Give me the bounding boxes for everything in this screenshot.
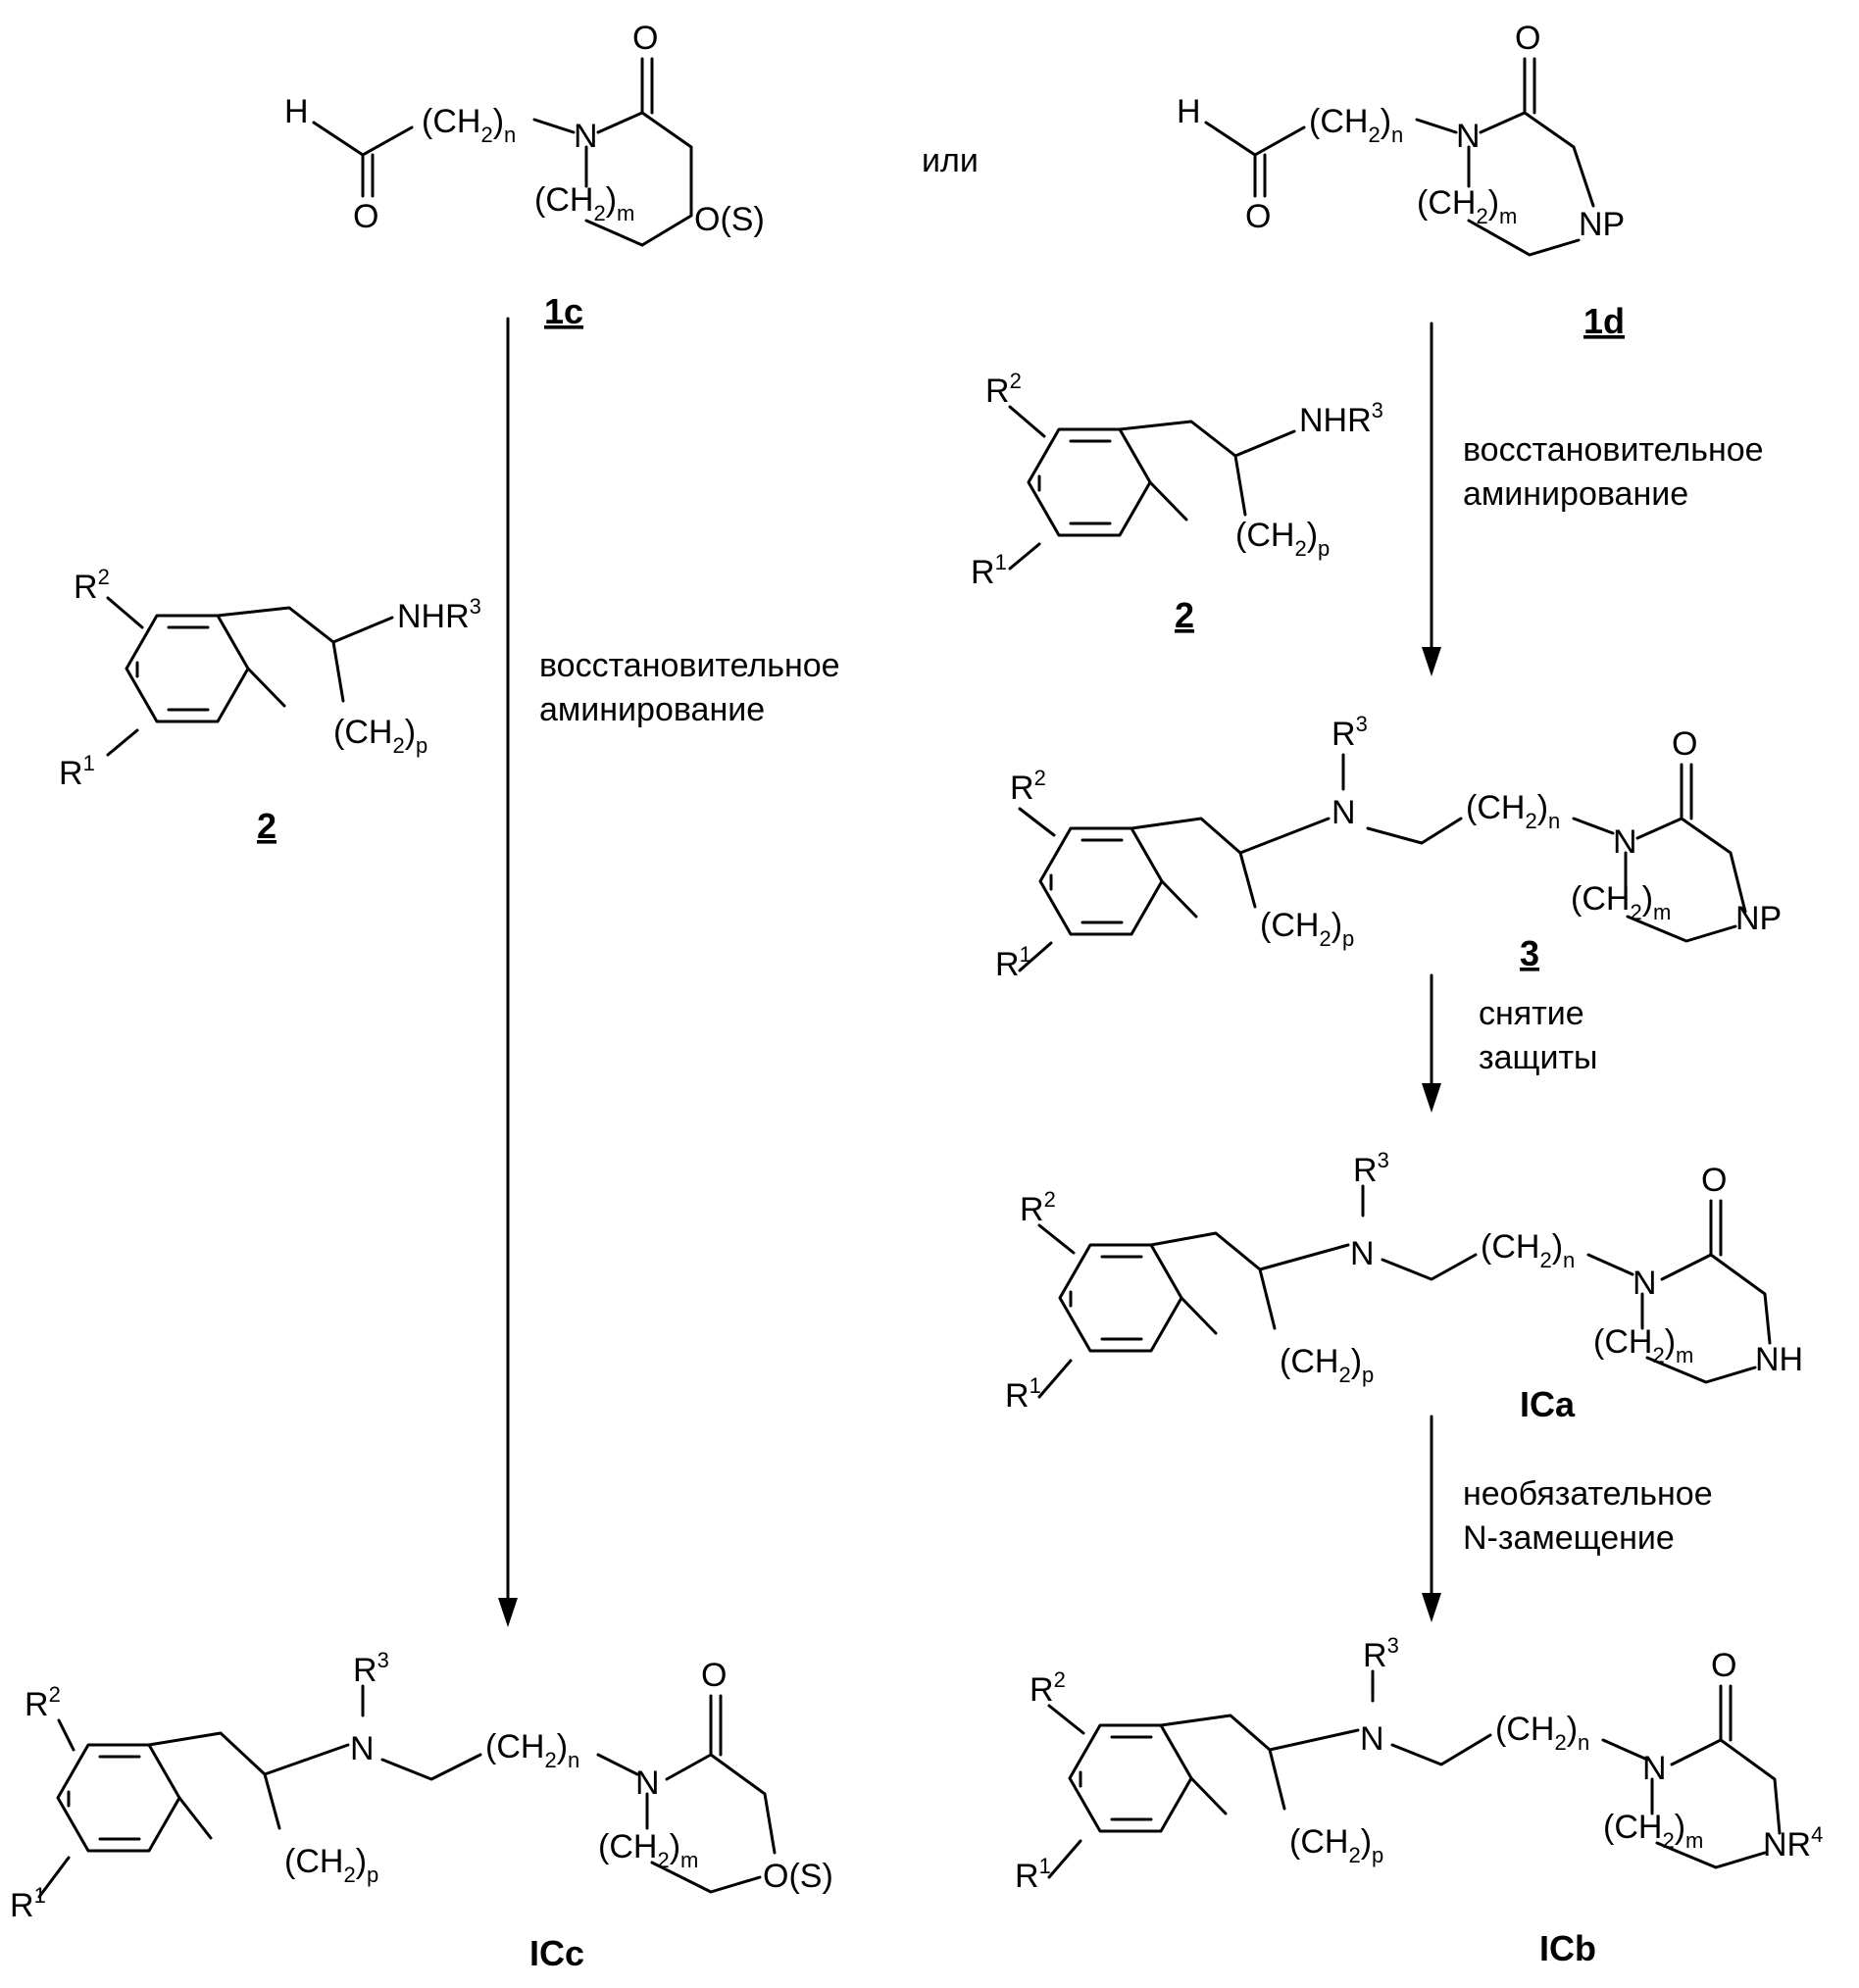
n-atom: N: [635, 1764, 660, 1802]
r1-substituent: R1: [10, 1883, 46, 1924]
o-atom: O: [1711, 1647, 1736, 1684]
n-atom: N: [1360, 1720, 1384, 1758]
r1-substituent: R1: [1005, 1373, 1041, 1415]
condition-n-substitution: N-замещение: [1463, 1519, 1675, 1557]
ch2m-group: (CH2)m: [1593, 1323, 1693, 1367]
compound-1d: H O (CH2)n N O (CH2)m NP 1d: [1177, 20, 1625, 341]
r1-substituent: R1: [1015, 1854, 1051, 1895]
o-atom: O: [1701, 1162, 1727, 1199]
ch2n-group: (CH2)n: [1481, 1228, 1575, 1272]
or-connector: или: [922, 142, 979, 179]
condition-deprotection: защиты: [1479, 1039, 1597, 1076]
ch2p-group: (CH2)p: [1260, 907, 1354, 951]
compound-label-ICc: ICc: [529, 1933, 584, 1973]
ch2n-group: (CH2)n: [422, 103, 516, 147]
ch2m-group: (CH2)m: [1417, 184, 1517, 228]
condition-reductive-amination: аминирование: [1463, 475, 1688, 513]
r1-substituent: R1: [971, 550, 1007, 591]
o-atom: O: [353, 198, 378, 235]
condition-deprotection: снятие: [1479, 995, 1584, 1032]
n-atom: N: [1350, 1235, 1375, 1272]
r2-substituent: R2: [1030, 1667, 1066, 1709]
r2-substituent: R2: [74, 565, 110, 606]
ch2n-group: (CH2)n: [1309, 103, 1403, 147]
arrow-right-2: [1422, 975, 1441, 1113]
n-atom: N: [574, 118, 598, 155]
n-atom: N: [350, 1730, 375, 1767]
compound-label-ICa: ICa: [1520, 1384, 1576, 1424]
np-group: NP: [1735, 900, 1782, 937]
compound-label-3: 3: [1520, 933, 1539, 973]
condition-reductive-amination: аминирование: [539, 691, 765, 728]
ch2m-group: (CH2)m: [534, 181, 634, 225]
n-atom: N: [1331, 794, 1356, 831]
nr4-group: NR4: [1763, 1822, 1823, 1864]
np-group: NP: [1579, 206, 1625, 243]
r3-substituent: R3: [353, 1648, 389, 1689]
ch2n-group: (CH2)n: [1466, 789, 1560, 833]
r3-substituent: R3: [1331, 712, 1368, 753]
compound-3: R2 R1 R3 N (CH2)n N O (CH2)m NP (CH2)p 3: [995, 712, 1782, 983]
compound-ICc: R2 R1 R3 N (CH2)n N O (CH2)m O(S) (CH2)p…: [10, 1648, 833, 1973]
ch2n-group: (CH2)n: [1495, 1711, 1589, 1755]
ch2p-group: (CH2)p: [1289, 1823, 1383, 1867]
o-atom: O: [701, 1657, 727, 1694]
ch2p-group: (CH2)p: [333, 714, 427, 758]
r2-substituent: R2: [25, 1682, 61, 1723]
n-atom: N: [1613, 823, 1637, 861]
condition-reductive-amination: восстановительное: [539, 647, 840, 684]
n-atom: N: [1633, 1265, 1657, 1302]
ch2n-group: (CH2)n: [485, 1728, 579, 1772]
n-atom: N: [1456, 118, 1481, 155]
compound-label-2: 2: [1175, 595, 1194, 635]
o-atom: O: [1672, 725, 1697, 763]
compound-ICa: R2 R1 R3 N (CH2)n N O (CH2)m NH (CH2)p I…: [1005, 1148, 1803, 1424]
o-atom: O: [1515, 20, 1540, 57]
compound-label-2: 2: [257, 806, 276, 846]
ch2m-group: (CH2)m: [1571, 880, 1671, 924]
condition-n-substitution: необязательное: [1463, 1475, 1713, 1513]
compound-label-ICb: ICb: [1539, 1928, 1596, 1968]
compound-2-right: R2 R1 NHR3 (CH2)p 2: [971, 369, 1383, 635]
h-atom: H: [1177, 93, 1201, 130]
arrow-right-1: [1422, 323, 1441, 676]
ch2p-group: (CH2)p: [1280, 1343, 1374, 1387]
h-atom: H: [284, 93, 309, 130]
r2-substituent: R2: [985, 369, 1022, 410]
r1-substituent: R1: [995, 942, 1031, 983]
ch2m-group: (CH2)m: [598, 1828, 698, 1872]
nhr3-group: NHR3: [1299, 398, 1383, 439]
r1-substituent: R1: [59, 751, 95, 792]
r2-substituent: R2: [1020, 1187, 1056, 1228]
arrow-right-3: [1422, 1416, 1441, 1622]
nhr3-group: NHR3: [397, 594, 481, 635]
o-s-atom: O(S): [763, 1858, 833, 1895]
n-atom: N: [1642, 1750, 1667, 1787]
o-atom: O: [1245, 198, 1271, 235]
ch2m-group: (CH2)m: [1603, 1809, 1703, 1853]
condition-reductive-amination: восстановительное: [1463, 431, 1764, 469]
compound-label-1d: 1d: [1583, 301, 1625, 341]
o-s-atom: O(S): [694, 201, 765, 238]
compound-ICb: R2 R1 R3 N (CH2)n N O (CH2)m NR4 (CH2)p …: [1015, 1633, 1823, 1968]
o-atom: O: [632, 20, 658, 57]
arrow-left-long: [498, 319, 518, 1627]
compound-2-left: R2 R1 NHR3 (CH2)p 2: [59, 565, 481, 846]
compound-1c: H O (CH2)n N O (CH2)m O(S) 1c: [284, 20, 765, 331]
ch2p-group: (CH2)p: [1235, 517, 1330, 561]
r3-substituent: R3: [1353, 1148, 1389, 1189]
ch2p-group: (CH2)p: [284, 1843, 378, 1887]
nh-group: NH: [1755, 1341, 1803, 1378]
r2-substituent: R2: [1010, 766, 1046, 807]
compound-label-1c: 1c: [544, 291, 583, 331]
r3-substituent: R3: [1363, 1633, 1399, 1674]
